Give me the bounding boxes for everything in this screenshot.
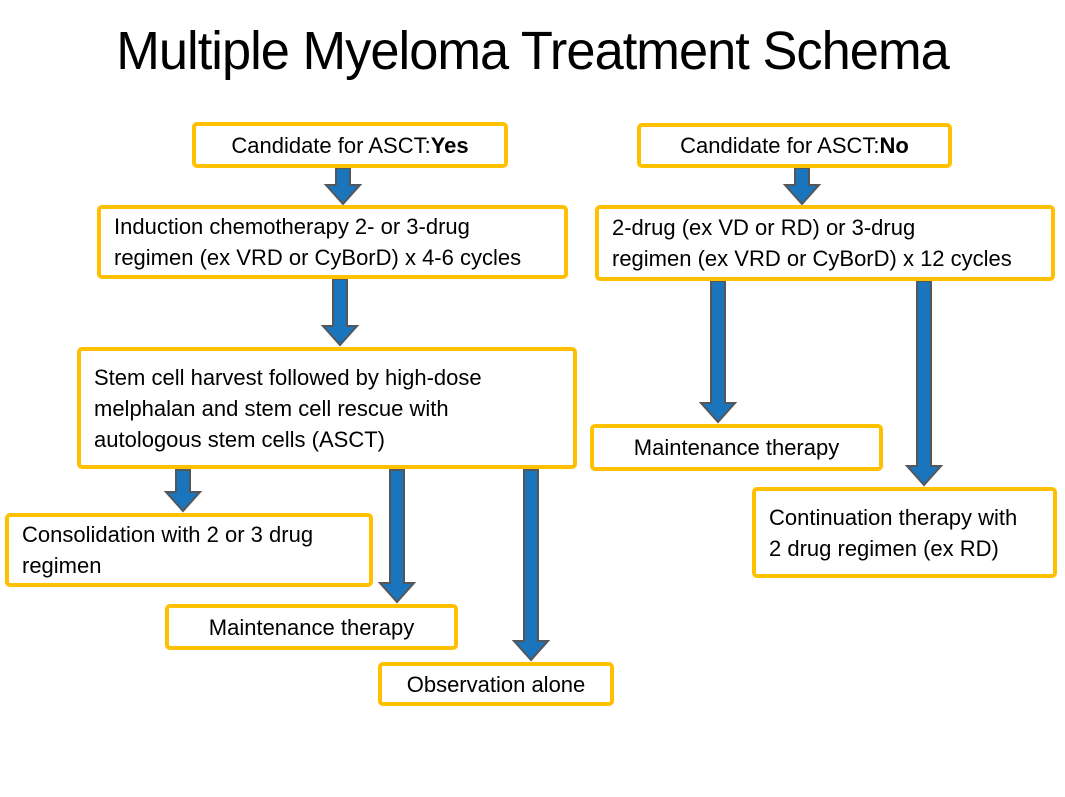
node-label: 2-drug (ex VD or RD) or 3-drug regimen (… (612, 215, 1012, 271)
node-label: Maintenance therapy (633, 435, 840, 460)
node-label-emphasis: No (879, 133, 909, 158)
node-label: Consolidation with 2 or 3 drug regimen (22, 522, 314, 578)
arrow-asct-to-consolidation (163, 469, 203, 513)
slide-title: Multiple Myeloma Treatment Schema (116, 21, 950, 81)
node-label: Observation alone (406, 671, 586, 697)
node-label: Induction chemotherapy 2- or 3-drug regi… (114, 214, 522, 270)
node-continuation-therapy: Continuation therapy with 2 drug regimen… (752, 487, 1057, 578)
arrow-regimen-to-maintenance (698, 280, 738, 424)
node-stem-cell-harvest-asct: Stem cell harvest followed by high-dose … (77, 347, 577, 469)
arrow-asct-to-observation (511, 469, 551, 662)
node-observation-alone: Observation alone (378, 662, 614, 706)
node-label: Candidate for ASCT: (680, 133, 880, 158)
node-maintenance-therapy-right: Maintenance therapy (590, 424, 883, 471)
node-label: Maintenance therapy (208, 614, 415, 640)
arrow-candidate-yes-to-induction (323, 167, 363, 206)
node-induction-chemotherapy: Induction chemotherapy 2- or 3-drug regi… (97, 205, 568, 279)
arrow-induction-to-asct (320, 278, 360, 347)
node-candidate-for-asct-yes: Candidate for ASCT: Yes (192, 122, 508, 168)
node-consolidation: Consolidation with 2 or 3 drug regimen (5, 513, 373, 587)
arrow-regimen-to-continuation (904, 280, 944, 487)
node-label-emphasis: Yes (430, 132, 469, 158)
node-label: Stem cell harvest followed by high-dose … (94, 364, 482, 452)
node-label: Continuation therapy with 2 drug regimen… (769, 504, 1018, 561)
node-label: Candidate for ASCT: (231, 132, 431, 158)
node-candidate-for-asct-no: Candidate for ASCT: No (637, 123, 952, 168)
node-nontransplant-regimen: 2-drug (ex VD or RD) or 3-drug regimen (… (595, 205, 1055, 281)
arrow-asct-to-maintenance (377, 469, 417, 604)
node-maintenance-therapy-left: Maintenance therapy (165, 604, 458, 650)
arrow-candidate-no-to-regimen (782, 167, 822, 206)
